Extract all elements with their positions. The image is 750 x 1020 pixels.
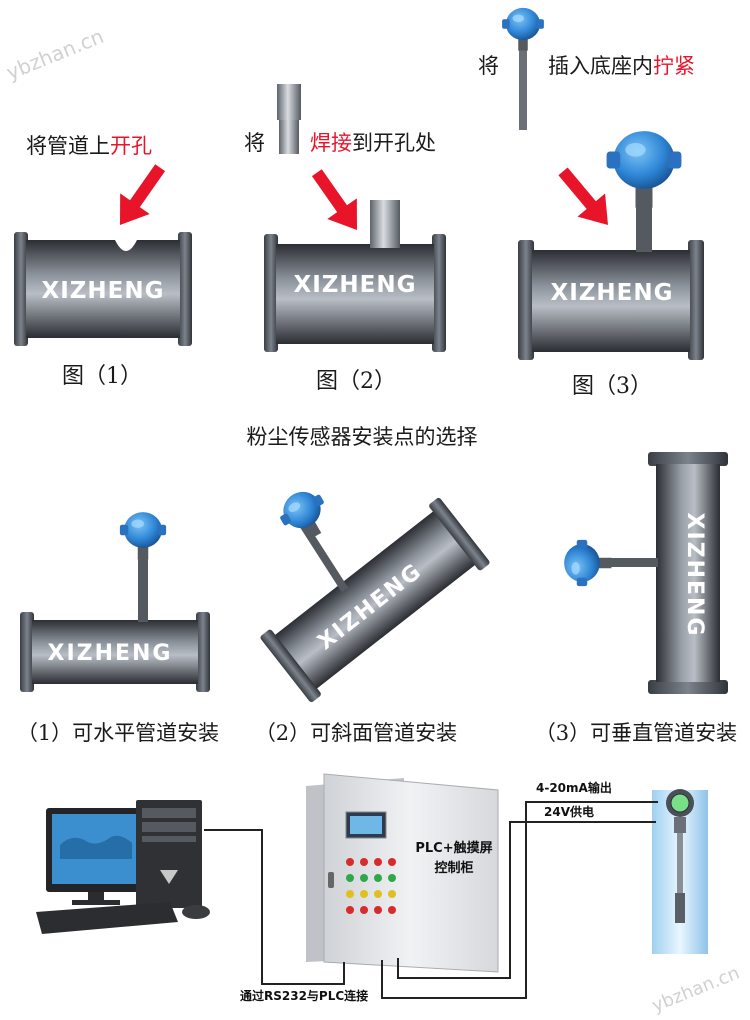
step1-arrow [105, 157, 175, 236]
step3-arrow [549, 159, 622, 237]
wiring-cables [204, 801, 658, 999]
step3-text-before: 将 [478, 54, 499, 78]
option-horizontal: XIZHENG [20, 512, 210, 692]
section-title: 粉尘传感器安装点的选择 [247, 425, 478, 449]
step1-group: 将管道上开孔 XIZHENG 图（1） [14, 134, 192, 389]
pipe-brand-6: XIZHENG [682, 512, 707, 637]
pipe-brand-3: XIZHENG [550, 280, 673, 306]
option3-label: （3）可垂直管道安装 [535, 721, 737, 745]
step2-caption: 图（2） [316, 369, 396, 394]
option-inclined: XIZHENG [260, 482, 490, 703]
cabinet-label-line1: PLC+触摸屏 [415, 840, 492, 856]
transmitter-icon [652, 789, 708, 954]
step1-caption: 图（1） [62, 364, 142, 389]
option1-label: （1）可水平管道安装 [17, 721, 219, 745]
option2-label: （2）可斜面管道安装 [255, 721, 457, 745]
svg-text:插入底座内拧紧: 插入底座内拧紧 [548, 54, 695, 78]
step2-arrow [302, 162, 372, 241]
pipe-brand-2: XIZHENG [293, 272, 416, 298]
svg-text:焊接到开孔处: 焊接到开孔处 [310, 131, 436, 155]
pipe-step2: XIZHENG [264, 200, 446, 352]
step1-highlight: 开孔 [110, 134, 152, 158]
step3-group: 将 插入底座内拧紧 XIZHENG 图（3） [478, 7, 704, 399]
step2-highlight: 焊接 [310, 131, 352, 155]
step2-text-after: 到开孔处 [352, 131, 436, 155]
site-watermark-top: ybzhan.cn [3, 24, 107, 85]
step3-caption: 图（3） [572, 374, 652, 399]
step3-text-middle: 插入底座内 [548, 54, 653, 78]
pc-connection-label: 通过RS232与PLC连接 [240, 988, 368, 1003]
step3-highlight: 拧紧 [653, 54, 695, 78]
sensor-icon-small [502, 7, 544, 130]
svg-text:将: 将 [244, 131, 265, 155]
signal-output-label: 4-20mA输出 [536, 780, 612, 795]
step2-text-before: 将 [244, 131, 265, 155]
plc-cabinet-icon: PLC+触摸屏 控制柜 [306, 773, 499, 973]
cabinet-label-line2: 控制柜 [434, 860, 473, 876]
option-vertical: XIZHENG [564, 452, 728, 694]
computer-icon [36, 800, 210, 934]
pipe-brand-1: XIZHENG [41, 278, 164, 304]
pipe-brand-4: XIZHENG [47, 641, 172, 666]
power-supply-label: 24V供电 [544, 804, 594, 819]
site-watermark-bottom: ybzhan.cn [649, 963, 743, 1017]
pipe-step3: XIZHENG [518, 131, 704, 360]
step2-group: 将 焊接到开孔处 XIZHENG 图（2） [244, 84, 446, 394]
step1-text: 将管道上 [26, 134, 110, 158]
weld-base-icon [277, 84, 301, 154]
pipe-step1: XIZHENG [14, 232, 192, 346]
wiring-diagram: PLC+触摸屏 控制柜 4-20mA输出 24V供电 通过RS232与PLC连接 [36, 773, 708, 1003]
svg-text:将管道上开孔: 将管道上开孔 [26, 134, 152, 158]
